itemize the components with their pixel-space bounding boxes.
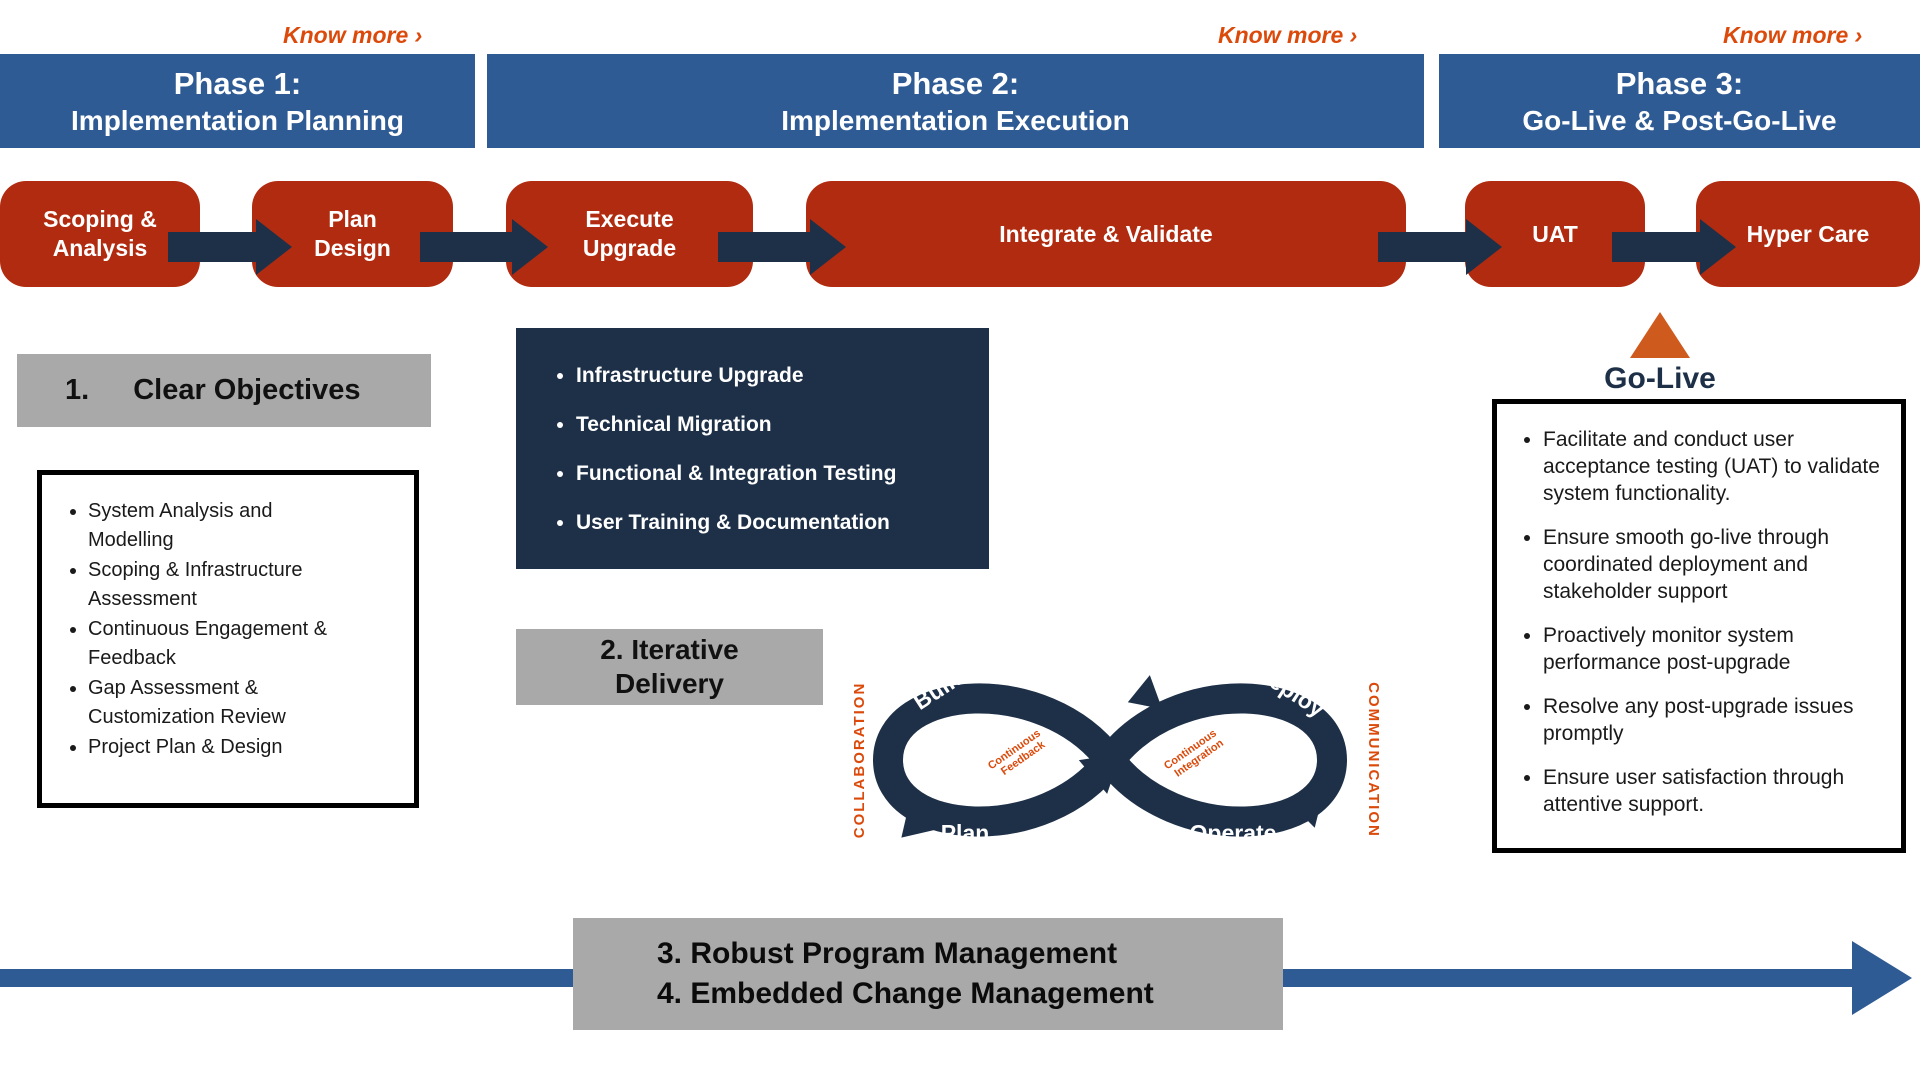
- phase2-title: Phase 2:: [891, 65, 1020, 101]
- continuous-integration-label: Continuous Integration: [1160, 722, 1230, 783]
- step-label: Execute Upgrade: [582, 206, 677, 261]
- clear-objectives-box: 1. Clear Objectives: [17, 354, 431, 427]
- arrow-bar: [420, 232, 512, 262]
- postgolive-details-box: Facilitate and conduct user acceptance t…: [1492, 399, 1906, 853]
- program-management-box: 3. Robust Program Management 4. Embedded…: [573, 918, 1283, 1030]
- phase1-header-bar: Phase 1: Implementation Planning: [0, 54, 475, 148]
- step-label: Scoping & Analysis: [43, 206, 157, 261]
- step-label: Integrate & Validate: [999, 220, 1213, 247]
- continuous-feedback-label: Continuous Feedback: [984, 722, 1054, 783]
- phase3-title: Phase 3:: [1615, 65, 1744, 101]
- execution-item: Functional & Integration Testing: [576, 460, 975, 487]
- know-more-link-phase2[interactable]: Know more ›: [1218, 22, 1358, 48]
- devops-operate-label: Operate: [1190, 820, 1277, 846]
- program-management-line: 3. Robust Program Management: [657, 937, 1118, 970]
- arrow-head: [810, 219, 846, 275]
- step-integrate-validate: Integrate & Validate: [806, 181, 1406, 287]
- know-more-link-phase1[interactable]: Know more ›: [283, 22, 423, 48]
- execution-details-box: Infrastructure Upgrade Technical Migrati…: [516, 328, 989, 569]
- execution-item: Infrastructure Upgrade: [576, 362, 975, 389]
- step-label: Hyper Care: [1746, 220, 1870, 247]
- arrow-bar: [1378, 232, 1466, 262]
- devops-plan-label: Plan: [941, 820, 990, 846]
- planning-item: Continuous Engagement & Feedback: [88, 615, 343, 673]
- postgolive-item: Facilitate and conduct user acceptance t…: [1543, 426, 1881, 507]
- loop-arrow-head: [901, 800, 939, 838]
- loop-arrow-head: [1127, 675, 1163, 709]
- loop-arrow-head: [1289, 793, 1324, 828]
- arrow-head: [1700, 219, 1736, 275]
- timeline-arrow-head: [1852, 941, 1912, 1015]
- arrow-bar: [718, 232, 810, 262]
- arrow-head: [1466, 219, 1502, 275]
- arrow-bar: [1612, 232, 1700, 262]
- phase3-header-bar: Phase 3: Go-Live & Post-Go-Live: [1439, 54, 1920, 148]
- phase1-title: Phase 1:: [173, 65, 302, 101]
- objective-label: Clear Objectives: [133, 374, 361, 406]
- execution-details-list: Infrastructure Upgrade Technical Migrati…: [516, 328, 989, 572]
- step-scoping-analysis: Scoping & Analysis: [0, 181, 200, 287]
- execution-item: Technical Migration: [576, 411, 975, 438]
- iterative-delivery-label: 2. Iterative Delivery: [600, 634, 739, 699]
- planning-item: Gap Assessment & Customization Review: [88, 674, 343, 732]
- postgolive-item: Ensure smooth go-live through coordinate…: [1543, 524, 1881, 605]
- planning-details-box: System Analysis and Modelling Scoping & …: [37, 470, 419, 808]
- phase1-subtitle: Implementation Planning: [71, 104, 404, 136]
- planning-item: System Analysis and Modelling: [88, 497, 343, 555]
- devops-infinity-diagram: Build Deploy Plan Operate Continuous Fee…: [851, 659, 1380, 846]
- execution-item: User Training & Documentation: [576, 509, 975, 536]
- postgolive-item: Resolve any post-upgrade issues promptly: [1543, 693, 1881, 747]
- phase2-header-bar: Phase 2: Implementation Execution: [487, 54, 1424, 148]
- phase2-subtitle: Implementation Execution: [781, 104, 1130, 136]
- planning-details-list: System Analysis and Modelling Scoping & …: [42, 475, 414, 777]
- step-label: Plan Design: [314, 206, 391, 261]
- postgolive-item: Ensure user satisfaction through attenti…: [1543, 764, 1881, 818]
- know-more-link-phase3[interactable]: Know more ›: [1723, 22, 1863, 48]
- postgolive-item: Proactively monitor system performance p…: [1543, 622, 1881, 676]
- arrow-head: [256, 219, 292, 275]
- golive-label: Go-Live: [1604, 362, 1716, 395]
- phase3-subtitle: Go-Live & Post-Go-Live: [1522, 104, 1837, 136]
- planning-item: Scoping & Infrastructure Assessment: [88, 556, 343, 614]
- golive-marker-triangle: [1630, 312, 1690, 358]
- arrow-bar: [168, 232, 256, 262]
- planning-item: Project Plan & Design: [88, 733, 343, 762]
- arrow-head: [512, 219, 548, 275]
- iterative-delivery-box: 2. Iterative Delivery: [516, 629, 823, 705]
- postgolive-details-list: Facilitate and conduct user acceptance t…: [1497, 404, 1901, 849]
- change-management-line: 4. Embedded Change Management: [657, 977, 1154, 1010]
- objective-number: 1.: [65, 374, 90, 406]
- collaboration-rail-label: COLLABORATION: [851, 682, 868, 839]
- loop-arrow-head: [1078, 753, 1121, 794]
- step-label: UAT: [1532, 220, 1578, 247]
- communication-rail-label: COMMUNICATION: [1365, 682, 1380, 838]
